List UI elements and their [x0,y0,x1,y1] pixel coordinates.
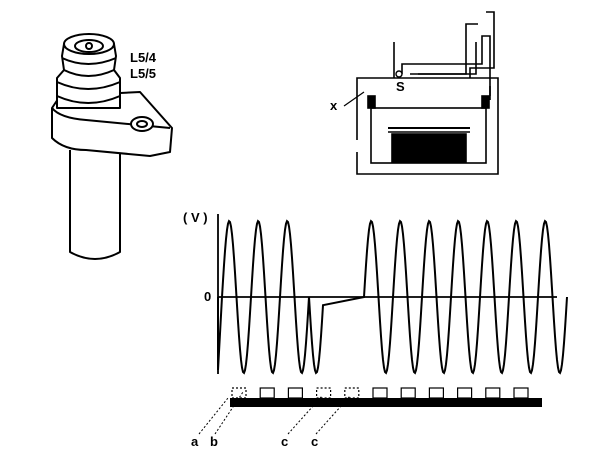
trigger-base-bar [230,398,542,407]
trigger-tooth [287,387,303,399]
trigger-tooth [457,387,473,399]
trigger-tooth [316,387,332,399]
schematic-inner-frame [370,107,487,164]
trigger-tooth [231,387,247,399]
schematic-housing [356,77,499,175]
trigger-tooth [428,387,444,399]
wire-3 [410,23,478,75]
crankshaft-sensor [51,33,173,260]
x-leader-line [343,91,365,107]
label-a: a [191,434,199,449]
trigger-tooth [485,387,501,399]
label-s: S [396,79,405,94]
label-b: b [210,434,218,449]
sensor-model-label-2: L5/5 [130,66,156,81]
coil-winding [391,133,467,163]
sensor-schematic [343,11,499,175]
wire-2 [401,35,491,96]
trigger-wheel-strip [198,387,542,435]
trigger-tooth [259,387,275,399]
signal-waveform-plot [217,214,568,375]
sensor-body [69,150,121,260]
label-c-2: c [311,434,318,449]
label-x: x [330,98,338,113]
mounting-hole [130,116,154,132]
leader-c2 [315,395,351,435]
trigger-tooth [513,387,529,399]
wire-5 [418,42,477,75]
trigger-tooth [344,387,360,399]
leader-b [214,391,244,435]
terminal-left [367,95,376,109]
shield-connection-point [395,70,403,78]
trigger-tooth [400,387,416,399]
leader-a [198,397,229,435]
connector-pin [85,42,93,50]
terminal-right [481,95,490,109]
leader-c1 [287,395,323,435]
trigger-teeth [231,387,529,399]
zero-label: 0 [204,289,211,304]
y-axis-unit-label: ( V ) [183,210,208,225]
trigger-tooth [372,387,388,399]
label-c-1: c [281,434,288,449]
wire-4 [469,11,495,78]
sensor-model-label-1: L5/4 [130,50,157,65]
signal-waveform [217,219,568,375]
